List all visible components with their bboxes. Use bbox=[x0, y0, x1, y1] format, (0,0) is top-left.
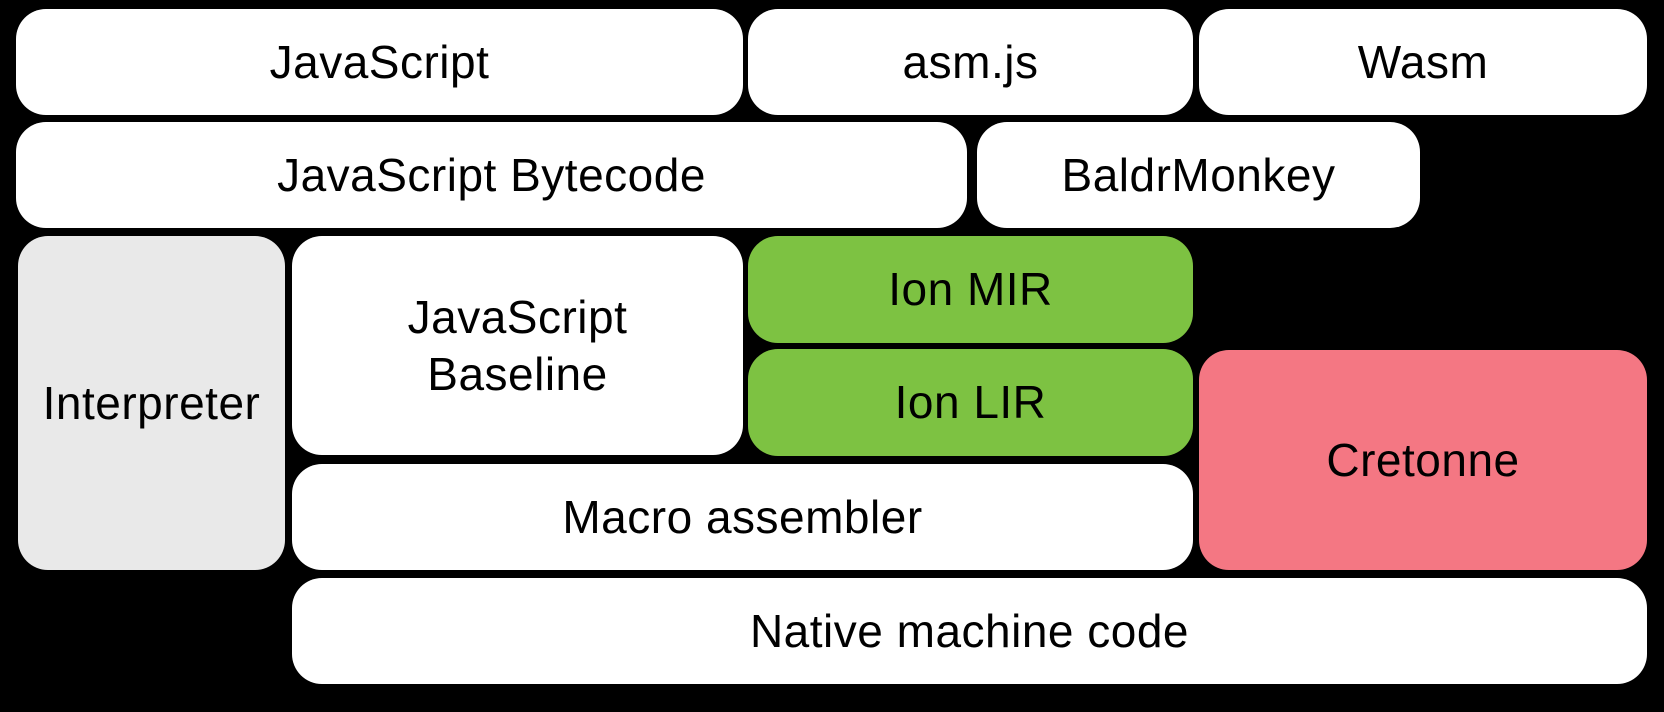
box-asmjs-label: asm.js bbox=[902, 35, 1039, 88]
box-asmjs: asm.js bbox=[748, 9, 1193, 115]
box-javascript-bytecode-label: JavaScript Bytecode bbox=[277, 148, 706, 201]
box-native-machine-code: Native machine code bbox=[292, 578, 1647, 684]
box-macro-assembler-label: Macro assembler bbox=[562, 490, 923, 543]
box-javascript-baseline: JavaScript Baseline bbox=[292, 236, 743, 455]
box-cretonne: Cretonne bbox=[1199, 350, 1647, 570]
box-native-machine-code-label: Native machine code bbox=[749, 604, 1190, 657]
box-javascript-baseline-label: JavaScript Baseline bbox=[407, 291, 628, 400]
box-macro-assembler: Macro assembler bbox=[292, 464, 1193, 570]
box-cretonne-label: Cretonne bbox=[1326, 433, 1520, 486]
box-ion-mir-label: Ion MIR bbox=[888, 263, 1053, 316]
box-baldrmonkey: BaldrMonkey bbox=[977, 122, 1420, 228]
box-interpreter-label: Interpreter bbox=[42, 376, 261, 429]
box-wasm-label: Wasm bbox=[1357, 35, 1489, 88]
box-wasm: Wasm bbox=[1199, 9, 1647, 115]
box-ion-lir: Ion LIR bbox=[748, 349, 1193, 456]
box-ion-lir-label: Ion LIR bbox=[894, 376, 1047, 429]
box-ion-mir: Ion MIR bbox=[748, 236, 1193, 343]
box-javascript-bytecode: JavaScript Bytecode bbox=[16, 122, 967, 228]
box-javascript: JavaScript bbox=[16, 9, 743, 115]
box-baldrmonkey-label: BaldrMonkey bbox=[1061, 148, 1336, 201]
box-javascript-label: JavaScript bbox=[269, 35, 490, 88]
box-interpreter: Interpreter bbox=[18, 236, 285, 570]
